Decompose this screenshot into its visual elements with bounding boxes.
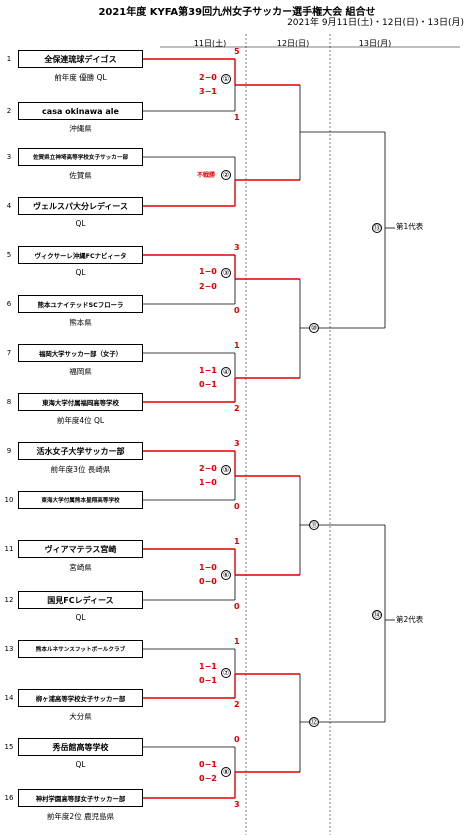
- half-score: 3−1: [199, 87, 217, 96]
- score-bottom: 0: [234, 502, 240, 511]
- team-note: 沖縄県: [69, 124, 92, 133]
- half-score: 0−1: [199, 380, 217, 389]
- score-bottom: 0: [234, 602, 240, 611]
- score-top: 1: [234, 537, 240, 546]
- day-label-2: 12日(日): [276, 39, 310, 48]
- team-note: 佐賀県: [69, 171, 92, 180]
- team-box: 柳ヶ浦高等学校女子サッカー部: [18, 689, 143, 707]
- team-box: 佐賀県立神埼高等学校女子サッカー部: [18, 148, 143, 166]
- match-number: ④: [221, 367, 231, 377]
- half-score: 1−1: [199, 662, 217, 671]
- team-note: QL: [75, 760, 86, 769]
- match-number: ⑭: [372, 610, 382, 620]
- score-top: 3: [234, 243, 240, 252]
- team-number: 2: [6, 107, 12, 115]
- match-number: ⑧: [221, 767, 231, 777]
- team-box: 東海大学付属熊本星翔高等学校: [18, 491, 143, 509]
- team-number: 4: [6, 202, 12, 210]
- day-label-1: 11日(土): [193, 39, 227, 48]
- score-top: 0: [234, 735, 240, 744]
- team-box: 全保連琉球デイゴス: [18, 50, 143, 68]
- team-note: 前年度4位 QL: [56, 416, 105, 425]
- half-score: 0−2: [199, 774, 217, 783]
- day-label-3: 13日(月): [358, 39, 392, 48]
- team-number: 10: [4, 496, 14, 504]
- score-bottom: 1: [234, 113, 240, 122]
- team-note: 熊本県: [69, 318, 92, 327]
- score-bottom: 2: [234, 700, 240, 709]
- score-top: 1: [234, 341, 240, 350]
- team-number: 15: [4, 743, 14, 751]
- team-number: 7: [6, 349, 12, 357]
- first-representative: 第1代表: [396, 222, 424, 231]
- match-number: ⑦: [221, 668, 231, 678]
- team-note: QL: [75, 219, 86, 228]
- half-score: 2−0: [199, 73, 217, 82]
- half-score: 1−0: [199, 267, 217, 276]
- half-score: 1−0: [199, 478, 217, 487]
- team-number: 12: [4, 596, 14, 604]
- team-note: 大分県: [69, 712, 92, 721]
- half-score: 0−1: [199, 676, 217, 685]
- team-box: casa okinawa ale: [18, 102, 143, 120]
- walkover-label: 不戦勝: [197, 172, 216, 179]
- score-bottom: 0: [234, 306, 240, 315]
- team-number: 9: [6, 447, 12, 455]
- score-bottom: 2: [234, 404, 240, 413]
- tournament-dates: 2021年 9月11日(土)・12日(日)・13日(月): [287, 18, 464, 28]
- score-top: 1: [234, 637, 240, 646]
- team-note: 宮崎県: [69, 563, 92, 572]
- team-box: 福岡大学サッカー部（女子）: [18, 344, 143, 362]
- second-representative: 第2代表: [396, 615, 424, 624]
- team-box: 神村学園高等部女子サッカー部: [18, 789, 143, 807]
- team-number: 16: [4, 794, 14, 802]
- team-number: 8: [6, 398, 12, 406]
- team-number: 14: [4, 694, 14, 702]
- half-score: 0−0: [199, 577, 217, 586]
- match-number: ②: [221, 170, 231, 180]
- match-number: ⑤: [221, 465, 231, 475]
- team-number: 6: [6, 300, 12, 308]
- team-note: 前年度 優勝 QL: [54, 73, 107, 82]
- half-score: 2−0: [199, 282, 217, 291]
- team-box: ヴィクサーレ沖縄FCナビィータ: [18, 246, 143, 264]
- team-note: 前年度2位 鹿児島県: [46, 812, 115, 821]
- team-box: ヴェルスパ大分レディース: [18, 197, 143, 215]
- half-score: 1−1: [199, 366, 217, 375]
- team-box: 熊本ユナイテッドSCフローラ: [18, 295, 143, 313]
- team-number: 13: [4, 645, 14, 653]
- team-number: 3: [6, 153, 12, 161]
- score-top: 5: [234, 47, 240, 56]
- half-score: 2−0: [199, 464, 217, 473]
- match-number: ③: [221, 268, 231, 278]
- match-number: ⑩: [309, 323, 319, 333]
- team-box: 熊本ルネサンスフットボールクラブ: [18, 640, 143, 658]
- page-title: 2021年度 KYFA第39回九州女子サッカー選手権大会 組合せ: [98, 7, 376, 18]
- half-score: 0−1: [199, 760, 217, 769]
- match-number: ①: [221, 74, 231, 84]
- team-box: 東海大学付属福岡高等学校: [18, 393, 143, 411]
- half-score: 1−0: [199, 563, 217, 572]
- team-box: ヴィアマテラス宮崎: [18, 540, 143, 558]
- team-note: 前年度3位 長崎県: [50, 465, 111, 474]
- team-box: 活水女子大学サッカー部: [18, 442, 143, 460]
- team-note: QL: [75, 613, 86, 622]
- team-number: 11: [4, 545, 14, 553]
- team-note: QL: [75, 268, 86, 277]
- score-bottom: 3: [234, 800, 240, 809]
- match-number: ⑥: [221, 570, 231, 580]
- match-number: ⑫: [309, 717, 319, 727]
- team-number: 5: [6, 251, 12, 259]
- team-note: 福岡県: [69, 367, 92, 376]
- team-box: 秀岳館高等学校: [18, 738, 143, 756]
- match-number: ⑪: [309, 520, 319, 530]
- team-number: 1: [6, 55, 12, 63]
- score-top: 3: [234, 439, 240, 448]
- match-number: ⑬: [372, 223, 382, 233]
- team-box: 国見FCレディース: [18, 591, 143, 609]
